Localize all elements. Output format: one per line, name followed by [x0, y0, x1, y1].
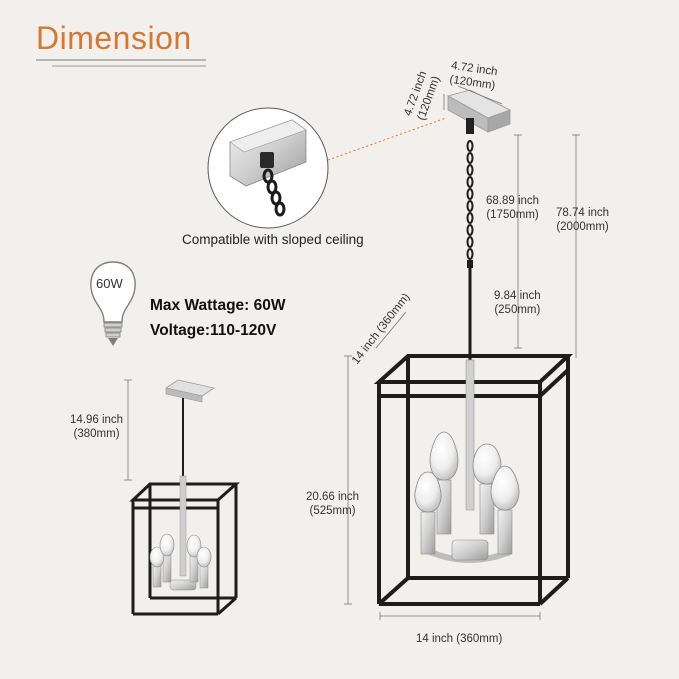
- main-fixture: [373, 89, 574, 606]
- cage-height-dimension: 20.66 inch (525mm): [306, 490, 359, 518]
- total-height-inch: 78.74 inch: [556, 207, 610, 219]
- max-wattage-spec: Max Wattage: 60W: [150, 297, 286, 314]
- rod-length-inch: 9.84 inch: [494, 290, 541, 302]
- small-fixture: [124, 379, 240, 616]
- chain-length-mm: (1750mm): [486, 209, 539, 221]
- chain-length-dimension: 68.89 inch (1750mm): [486, 194, 539, 222]
- canopy-zoom-circle: [207, 107, 447, 229]
- total-height-mm: (2000mm): [556, 221, 609, 233]
- min-height-mm: (380mm): [73, 428, 120, 440]
- lamp-bulb-icon: [414, 431, 520, 513]
- cage-height-inch: 20.66 inch: [306, 491, 360, 503]
- chain-icon: [262, 168, 286, 217]
- title-underline: [36, 59, 206, 67]
- rod-length-dimension: 9.84 inch (250mm): [494, 289, 541, 317]
- rod-length-mm: (250mm): [494, 304, 541, 316]
- chain-length-inch: 68.89 inch: [486, 195, 540, 207]
- bulb-icon: [90, 261, 136, 346]
- dimension-lines: [344, 85, 580, 620]
- sloped-ceiling-caption: Compatible with sloped ceiling: [182, 232, 364, 247]
- cage-height-mm: (525mm): [309, 505, 356, 517]
- min-height-inch: 14.96 inch: [70, 414, 124, 426]
- page-title: Dimension: [36, 20, 192, 56]
- voltage-spec: Voltage:110-120V: [150, 322, 277, 339]
- total-height-dimension: 78.74 inch (2000mm): [556, 206, 609, 234]
- cage-width-dimension: 14 inch (360mm): [416, 633, 503, 645]
- min-height-dimension: 14.96 inch (380mm): [70, 413, 123, 441]
- bulb-wattage-label: 60W: [96, 276, 123, 291]
